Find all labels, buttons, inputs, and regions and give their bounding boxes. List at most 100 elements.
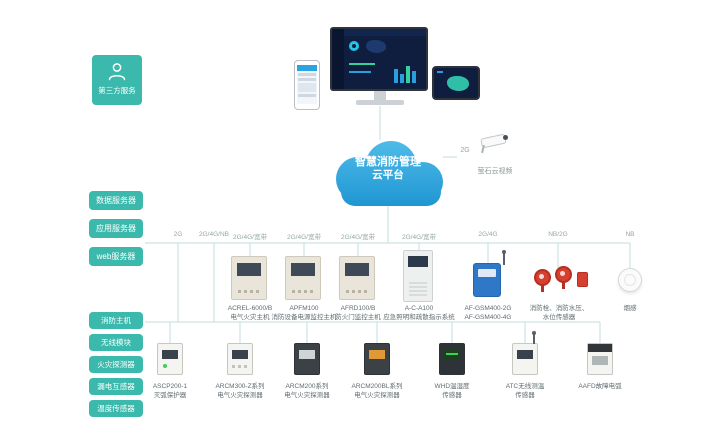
chart-bar [394, 69, 398, 83]
category-label: 漏电互感器 [97, 382, 135, 391]
category-label: 温度传感器 [97, 404, 135, 413]
device-model: A-C-A100 [404, 305, 434, 312]
device-desc: 应急照明和疏散指示系统 [383, 314, 455, 321]
device-label: ARCM200系列 电气火灾探测器 [272, 382, 342, 400]
device-whd [439, 343, 465, 375]
device-aca100 [403, 250, 433, 302]
device-screen [299, 350, 315, 359]
category-box-fire-host: 消防主机 [89, 312, 143, 329]
device-top-band [588, 344, 612, 352]
server-box-app: 应用服务器 [89, 219, 143, 238]
ezviz-conn-label: 2G [460, 147, 470, 154]
device-arcm200 [294, 343, 320, 375]
gateway-stripe [478, 269, 496, 277]
tablet-map-blob [447, 76, 469, 91]
chart-line [349, 71, 371, 73]
conn-label: 2G/4G/宽带 [287, 234, 321, 241]
device-label: 消防栓、消防水压、 水位传感器 [517, 304, 601, 322]
device-model: APFM100 [289, 305, 319, 312]
device-label: A-C-A100 应急照明和疏散指示系统 [377, 304, 461, 322]
device-screen [345, 263, 369, 276]
camera-mount [481, 144, 485, 154]
device-label: ACREL-6000/B 电气火灾主机 [208, 304, 292, 322]
server-label: 应用服务器 [96, 224, 136, 233]
chart-bar [406, 66, 410, 83]
server-label: web服务器 [96, 252, 136, 261]
chart-bar [400, 74, 404, 83]
smartphone [294, 60, 320, 110]
device-screen [444, 350, 460, 359]
device-model: 烟感 [623, 305, 637, 312]
screen-row [298, 78, 316, 81]
device-model: ACREL-6000/B [227, 305, 273, 312]
conn-label: NB/2G [548, 231, 568, 238]
device-desc: AF-GSM400-4G [464, 314, 512, 321]
pressure-gauge-icon [555, 266, 572, 283]
status-led [163, 364, 167, 368]
pressure-gauge-icon [534, 269, 551, 286]
device-buttons [232, 365, 248, 368]
cloud-title-line1: 智慧消防管理 [355, 156, 421, 168]
device-model: WHD温湿度 [434, 383, 470, 390]
device-ascp200 [157, 343, 183, 375]
desktop-monitor [330, 27, 428, 91]
device-desc: 电气火灾主机 [230, 314, 270, 321]
device-model: ASCP200-1 [152, 383, 188, 390]
device-label: AF-GSM400-2G AF-GSM400-4G [446, 304, 530, 322]
dashboard-topbar [344, 29, 426, 36]
device-acrel6000 [231, 256, 267, 300]
device-desc: 电气火灾探测器 [354, 392, 400, 399]
green-digits [446, 353, 458, 355]
chart-bar [412, 71, 416, 83]
device-label: ASCP200-1 灭弧保护器 [135, 382, 205, 400]
cloud-shape [336, 141, 443, 206]
category-box-temperature-sensor: 温度传感器 [89, 400, 143, 417]
ezviz-label: 萤石云视频 [477, 168, 513, 175]
category-label: 消防主机 [101, 316, 131, 325]
device-fire-sensors [534, 264, 588, 296]
device-label: APFM100 消防设备电源监控主机 [262, 304, 346, 322]
conn-label: NB [625, 231, 635, 238]
device-buttons [238, 290, 262, 293]
device-model: AFRD100/B [340, 305, 376, 312]
conn-label: 2G/4G/宽带 [341, 234, 375, 241]
device-label: ATC无线测温 传感器 [490, 382, 560, 400]
device-arcm200bl [364, 343, 390, 375]
device-label: AAFD故障电弧 [565, 382, 635, 391]
device-desc: 电气火灾探测器 [217, 392, 263, 399]
water-level-sensor-icon [577, 272, 588, 287]
third-party-service-box: 第三方服务 [92, 55, 142, 105]
screen-row [298, 94, 316, 97]
dashboard-sidebar [332, 29, 344, 89]
device-desc: 传感器 [515, 392, 535, 399]
device-model: ARCM200BL系列 [351, 383, 403, 390]
screen-panel [298, 83, 316, 92]
tablet [432, 66, 480, 100]
screen-row [298, 73, 316, 76]
device-desc: 灭弧保护器 [153, 392, 187, 399]
device-model: AAFD故障电弧 [578, 383, 622, 390]
antenna-icon [502, 250, 506, 265]
chart-line [349, 63, 375, 65]
device-screen [232, 350, 248, 359]
device-grille [409, 280, 427, 296]
server-label: 数据服务器 [96, 196, 136, 205]
device-apfm100 [285, 256, 321, 300]
antenna-icon [532, 331, 536, 344]
device-afgsm400-gateway [473, 250, 506, 297]
smartphone-screen [297, 65, 317, 104]
cloud-title: 智慧消防管理 云平台 [313, 155, 463, 182]
server-box-data: 数据服务器 [89, 191, 143, 210]
category-box-wireless-module: 无线模块 [89, 334, 143, 351]
cctv-camera [477, 133, 513, 157]
map-blob [366, 40, 386, 53]
screen-header-bar [297, 65, 317, 71]
device-label: 烟感 [588, 304, 672, 313]
device-buttons [292, 290, 316, 293]
device-screen [162, 350, 178, 359]
tablet-screen-bar [437, 71, 443, 73]
device-label: AFRD100/B 防火门监控主机 [316, 304, 400, 322]
device-screen [517, 350, 533, 359]
device-model: AF-GSM400-2G [464, 305, 512, 312]
